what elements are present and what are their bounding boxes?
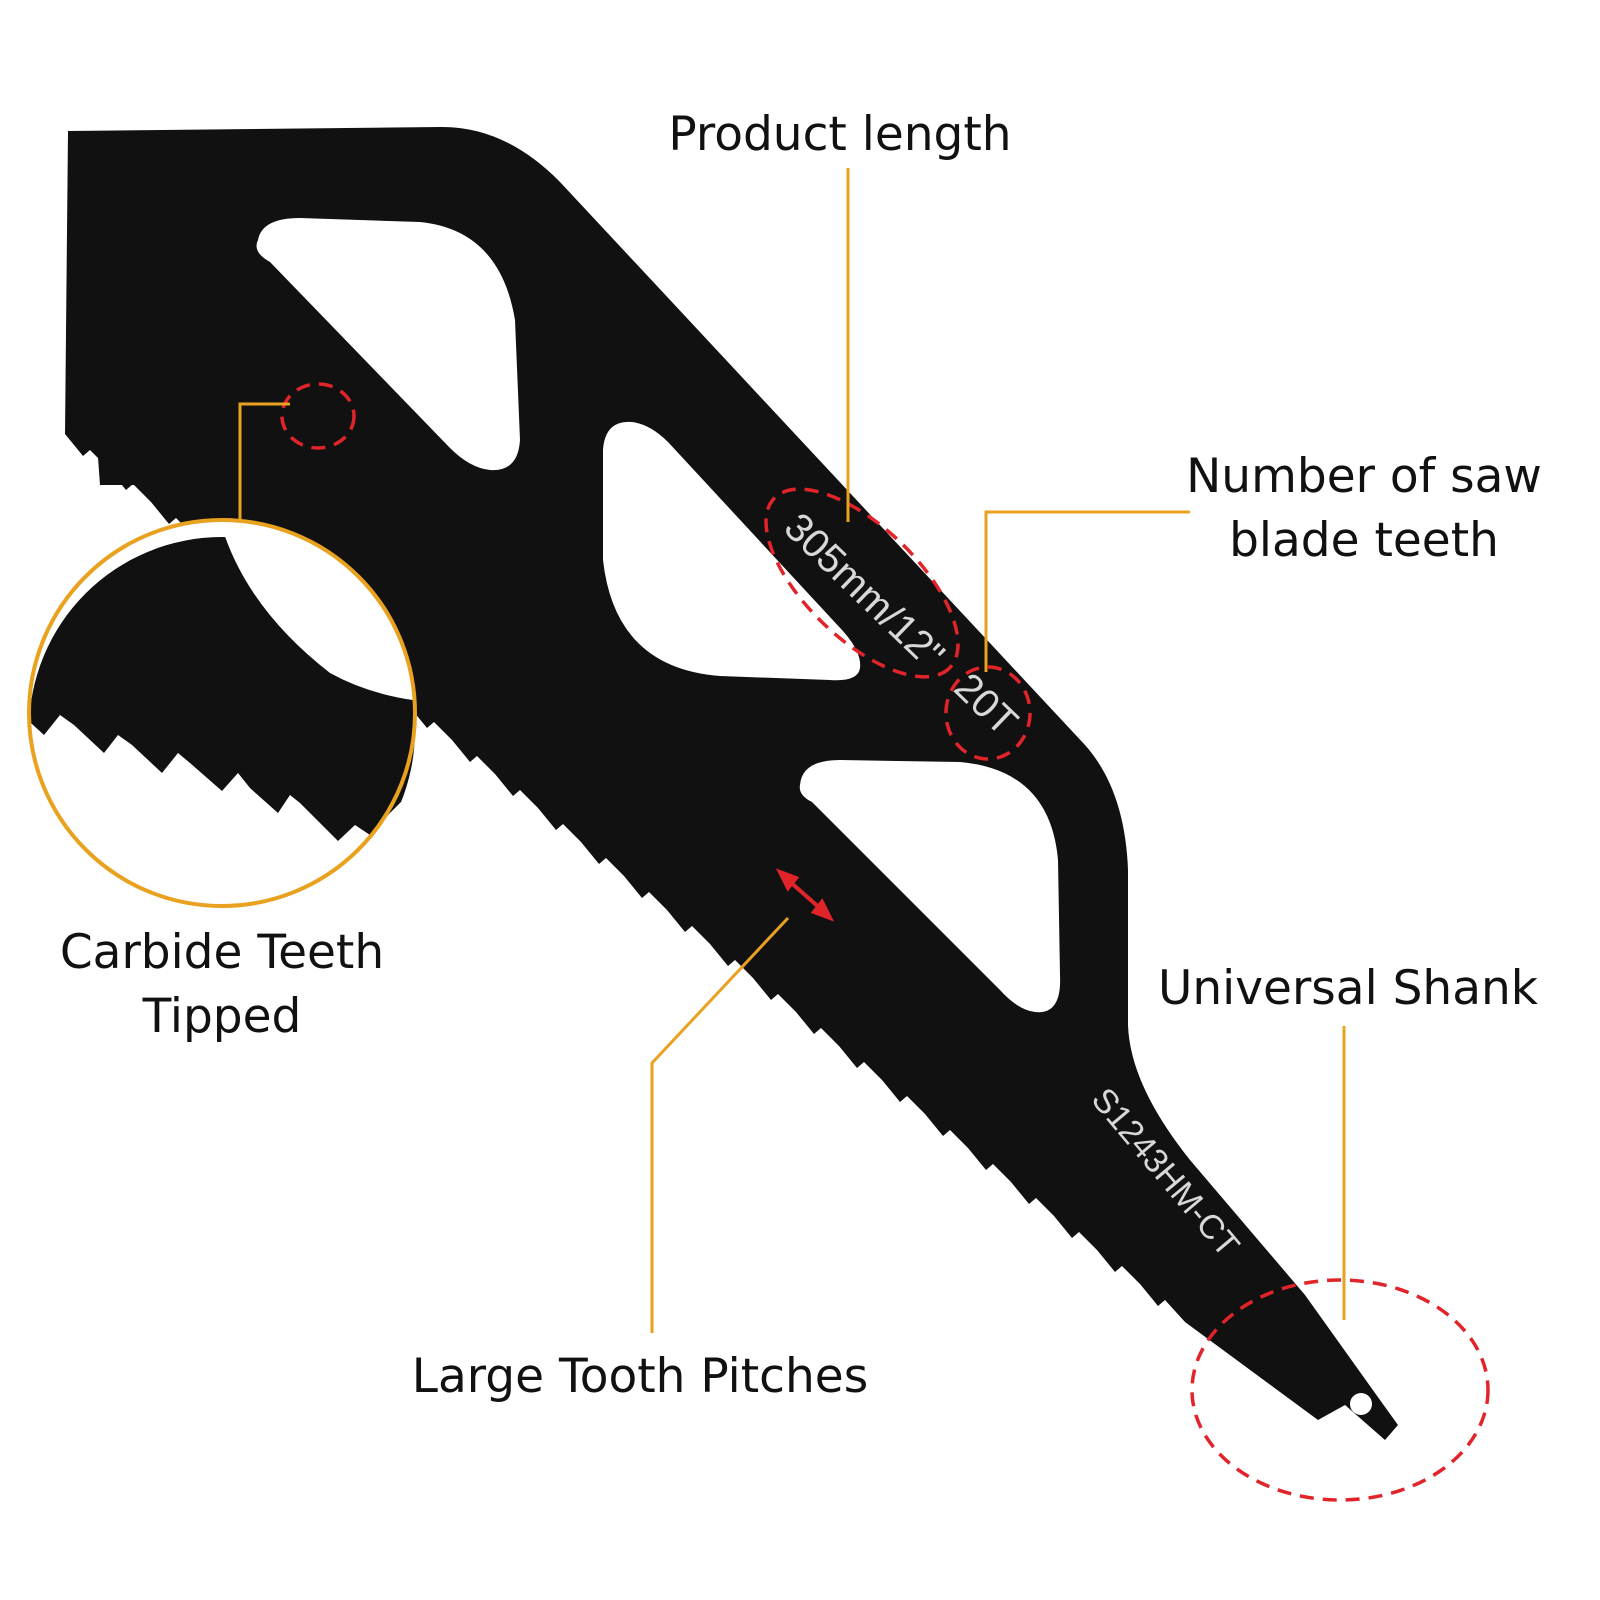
label-carbide-line1: Carbide Teeth	[60, 925, 384, 980]
label-universal-shank: Universal Shank	[1158, 961, 1539, 1016]
blade-body	[65, 126, 1398, 1441]
shank-highlight	[1190, 1278, 1490, 1502]
label-teeth-count-line2: blade teeth	[1229, 513, 1499, 568]
pitch-arrow	[775, 868, 835, 922]
carbide-leader	[238, 402, 290, 530]
blade-cutout-middle	[603, 421, 861, 681]
highlights	[280, 382, 1490, 1502]
length-highlight	[764, 487, 960, 679]
leader-lines	[238, 168, 1346, 1333]
carbide-zoom-inset	[27, 518, 417, 908]
label-large-tooth-pitches: Large Tooth Pitches	[412, 1349, 868, 1404]
blade-cutout-top	[256, 218, 520, 471]
zoom-ring	[27, 518, 417, 908]
blade-cutout-bottom	[799, 760, 1061, 1013]
label-teeth-count-line1: Number of saw	[1186, 449, 1542, 504]
pitch-leader	[650, 916, 790, 1333]
zoom-blade-fill	[29, 537, 415, 841]
saw-blade: 305mm/12" 20T S1243HM-CT	[65, 126, 1398, 1441]
teeth-count-highlight	[944, 665, 1032, 761]
teeth-count-leader	[984, 510, 1190, 672]
label-product-length: Product length	[668, 107, 1011, 162]
label-carbide-line2: Tipped	[142, 989, 302, 1044]
shank-hole	[1350, 1393, 1372, 1415]
carbide-tooth-highlight	[280, 382, 356, 450]
blade-teeth	[78, 180, 330, 485]
